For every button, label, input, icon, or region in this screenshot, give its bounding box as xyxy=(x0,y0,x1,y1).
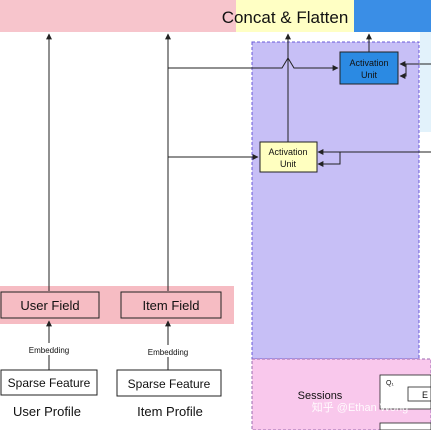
activation-unit-middle xyxy=(259,141,318,173)
session-q1-label: Q₁ xyxy=(386,380,394,387)
middle-unit-input-bracket xyxy=(317,152,341,167)
user-field-label: User Field xyxy=(20,298,79,313)
session-inner-box xyxy=(407,386,431,402)
activation-unit-top-line1: Activation xyxy=(349,58,388,68)
item-to-top-unit-line xyxy=(168,57,339,71)
activation-unit-top-line2: Unit xyxy=(361,70,378,80)
user-sparse-feature-label: Sparse Feature xyxy=(8,376,91,390)
header-blue-band xyxy=(354,0,431,32)
user-field-box xyxy=(0,291,100,319)
top-unit-input-bracket xyxy=(399,63,420,79)
user-embedding-label-bg xyxy=(22,343,76,355)
item-embedding-label: Embedding xyxy=(148,348,188,357)
session-inner-char: E xyxy=(422,390,428,400)
item-sparse-feature-box xyxy=(116,369,222,397)
concat-flatten-label: Concat & Flatten xyxy=(222,8,349,27)
item-profile-label: Item Profile xyxy=(137,404,203,419)
right-edge-strip xyxy=(420,32,431,132)
header-pink-band xyxy=(0,0,236,32)
session-lower-box xyxy=(379,422,431,430)
user-embedding-label: Embedding xyxy=(29,346,69,355)
user-profile-label: User Profile xyxy=(13,404,81,419)
item-field-label: Item Field xyxy=(142,298,199,313)
sequence-region xyxy=(251,41,420,360)
activation-unit-middle-line2: Unit xyxy=(280,159,297,169)
header-yellow-band xyxy=(236,0,354,32)
item-sparse-feature-label: Sparse Feature xyxy=(128,377,211,391)
watermark-text: 知乎 @Ethan Wong xyxy=(312,400,409,414)
item-field-box xyxy=(120,291,222,319)
sessions-label: Sessions xyxy=(298,390,343,402)
activation-unit-top xyxy=(339,51,399,85)
user-sparse-feature-box xyxy=(0,369,98,396)
activation-unit-middle-line1: Activation xyxy=(268,147,307,157)
item-embedding-label-bg xyxy=(141,345,195,357)
